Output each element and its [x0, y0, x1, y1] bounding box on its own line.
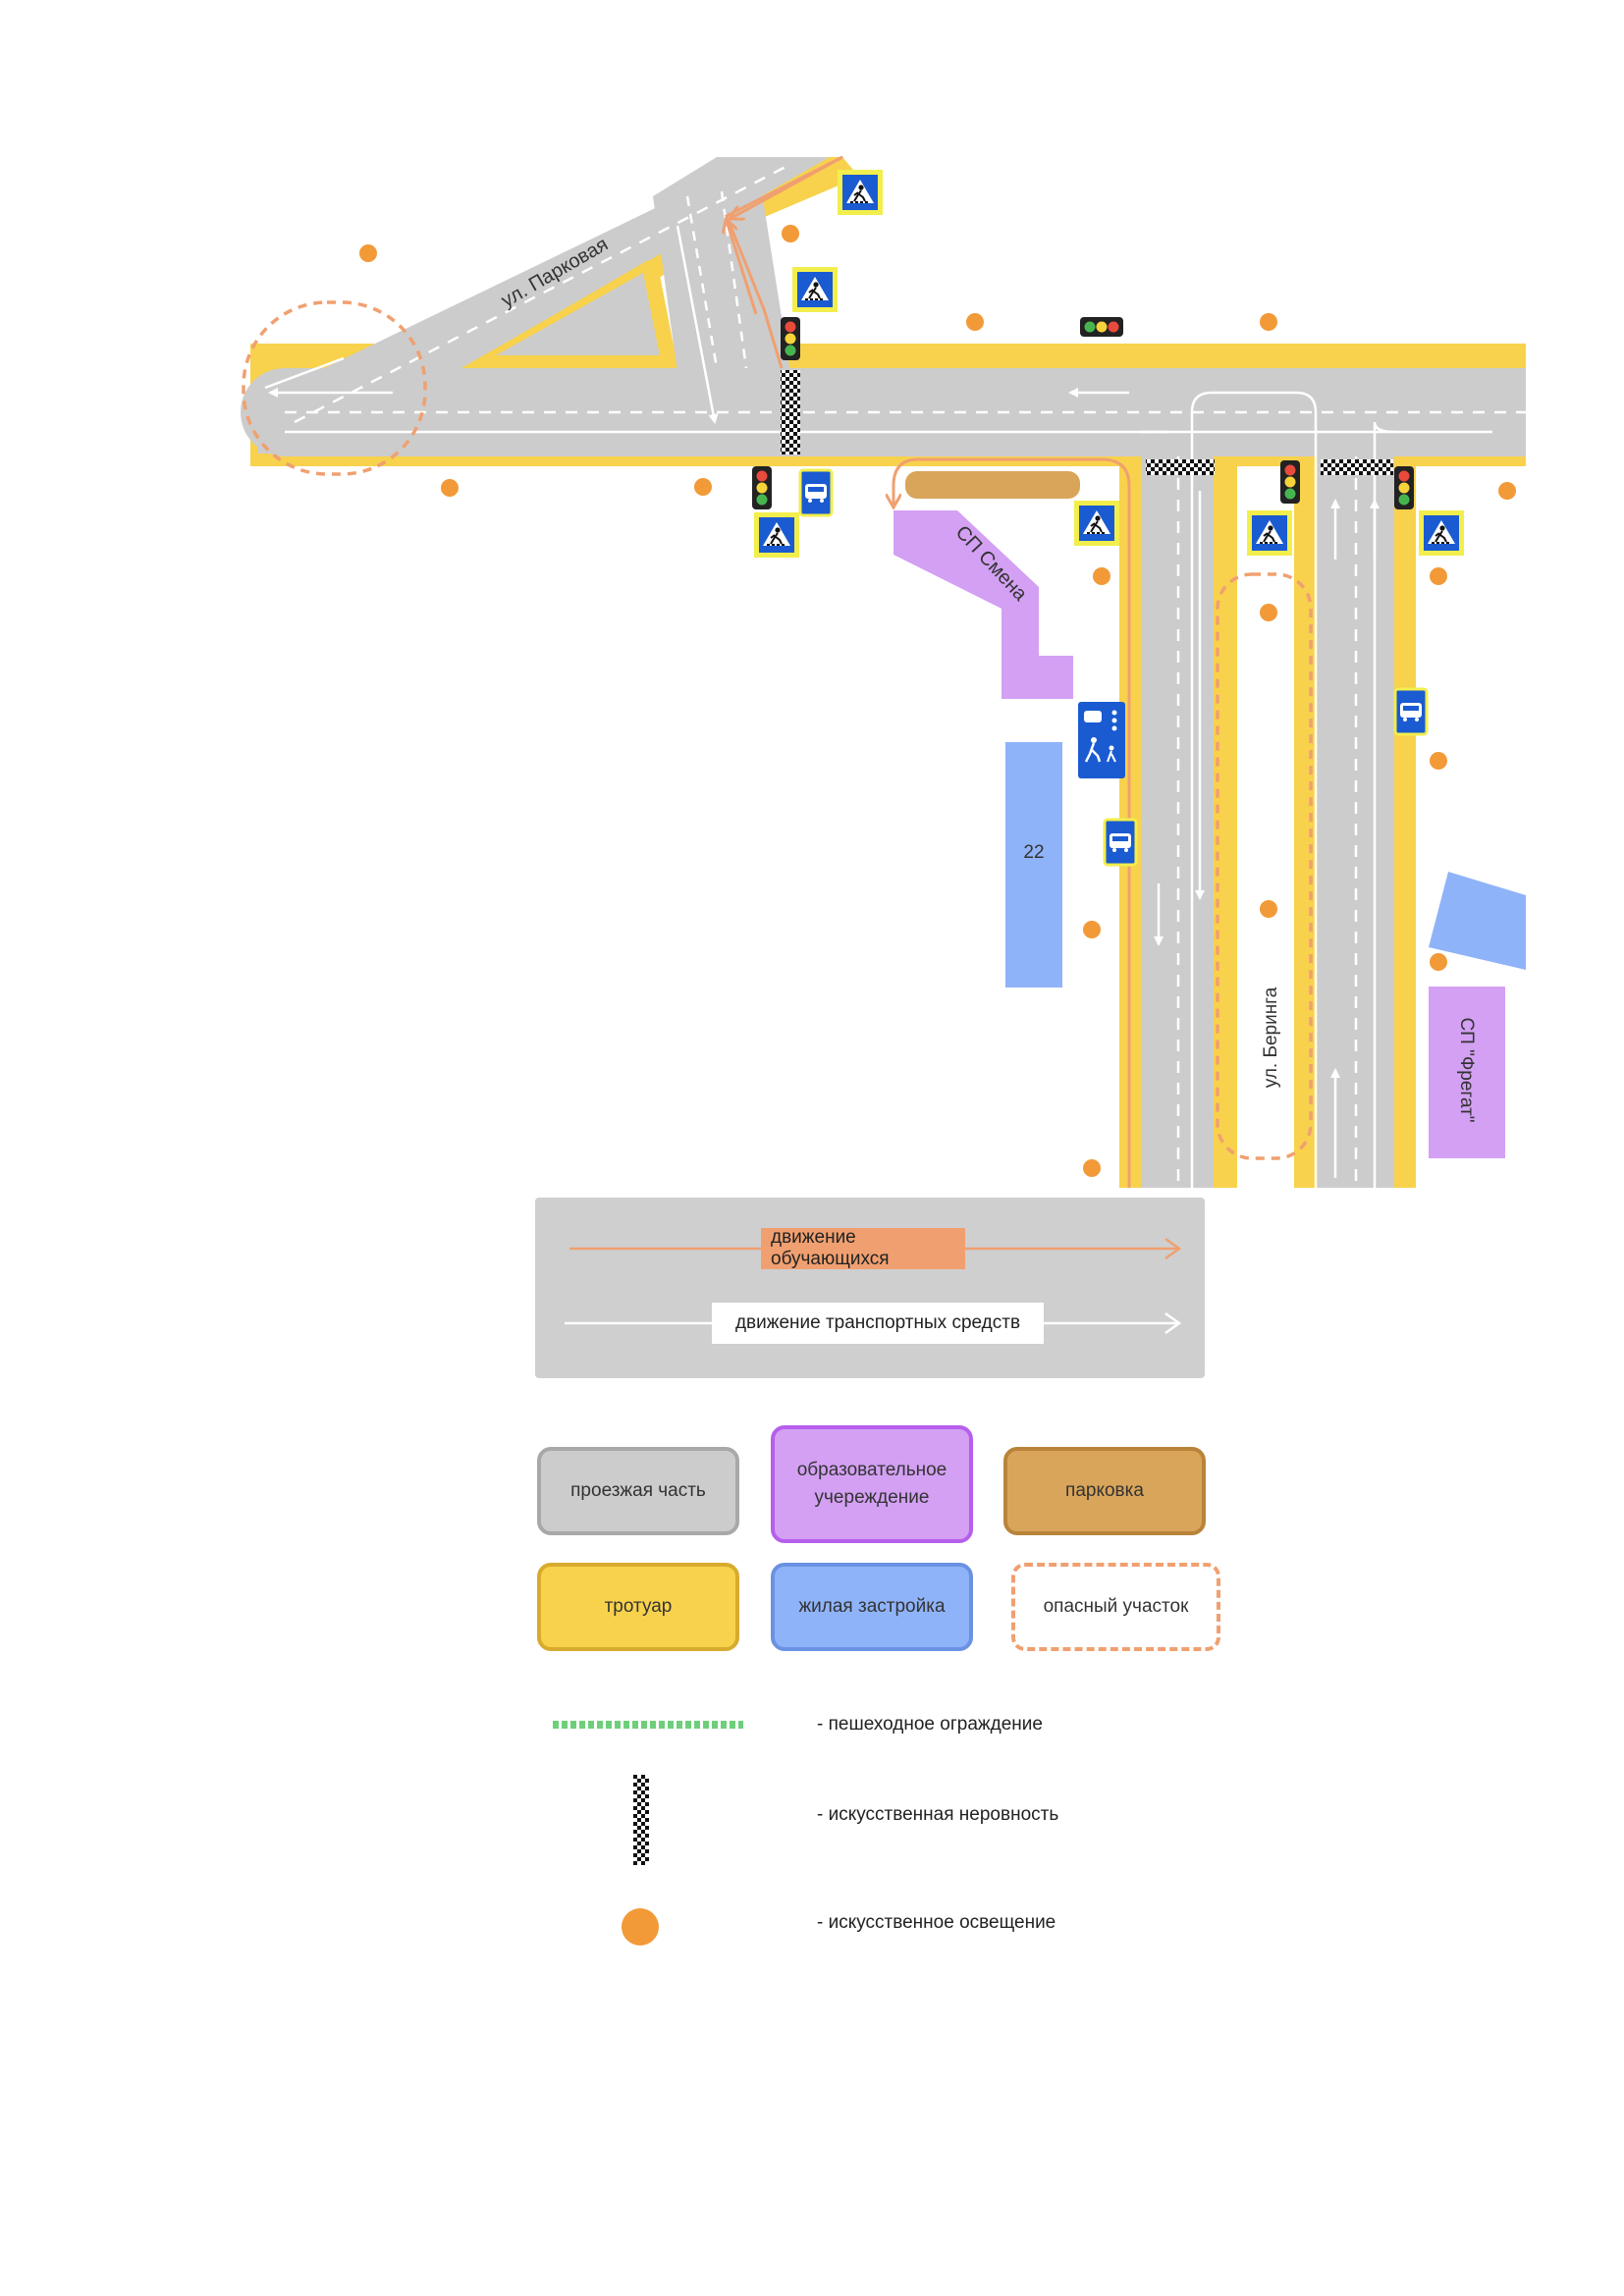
- traffic-light-icon: [752, 466, 772, 509]
- legend-school-label: образовательное учереждение: [796, 1459, 947, 1509]
- school-smena-building: [893, 510, 1073, 699]
- legend-roadway-label: проезжая часть: [570, 1479, 706, 1501]
- parking-area: [905, 471, 1080, 499]
- pedestrian-crossing-sign-icon: [1246, 509, 1293, 557]
- street-light-icon: [782, 225, 799, 242]
- legend-school: образовательное учереждение: [771, 1425, 973, 1543]
- danger-zones: [242, 300, 1313, 1160]
- danger-zone-beringa: [1216, 572, 1313, 1160]
- legend-sidewalk-label: тротуар: [604, 1595, 673, 1617]
- legend-light-label: - искусственное освещение: [817, 1912, 1056, 1933]
- legend-fence-label: - пешеходное ограждение: [817, 1714, 1043, 1735]
- bus-stop-icon: [798, 468, 834, 517]
- street-light-icon: [441, 479, 459, 497]
- traffic-scheme-map: СП Смена 22 СП "Фрегат" ул. Парковая ул.…: [241, 155, 1526, 1188]
- legend-student-flow-label: движение обучающихся: [761, 1227, 965, 1269]
- traffic-light-icon: [1394, 466, 1414, 509]
- school-fregat-building: [1429, 987, 1505, 1158]
- street-light-icon: [1430, 953, 1447, 971]
- legend-residential-label: жилая застройка: [798, 1595, 946, 1617]
- traffic-lights: [752, 317, 1414, 509]
- pedestrian-crossing-sign-icon: [753, 511, 800, 559]
- roadway: [241, 157, 1526, 1188]
- traffic-light-icon: [1080, 317, 1123, 337]
- legend-residential: жилая застройка: [771, 1563, 973, 1651]
- street-light-icon: [966, 313, 984, 331]
- legend-danger-label: опасный участок: [1043, 1595, 1189, 1617]
- traffic-light-icon: [781, 317, 800, 360]
- street-light-icon: [1430, 567, 1447, 585]
- street-light-icon: [1260, 604, 1277, 621]
- legend-flow-panel: движение обучающихся движение транспортн…: [535, 1198, 1205, 1378]
- vehicle-direction-arrows: [264, 225, 1492, 1178]
- legend-parking-label: парковка: [1065, 1479, 1144, 1501]
- bus-stop-icon: [1393, 687, 1429, 736]
- legend-roadway: проезжая часть: [537, 1447, 739, 1535]
- street-light-icon: [1498, 482, 1516, 500]
- pedestrian-crossing-sign-icon: [837, 169, 884, 216]
- speed-bump-icon: [781, 370, 800, 454]
- legend-bump-label: - искусственная неровность: [817, 1804, 1059, 1825]
- residential-building-east: [1429, 872, 1526, 970]
- street-light-icon: [1430, 752, 1447, 770]
- bus-stop-icon: [1103, 818, 1138, 867]
- street-label-beringa: ул. Беринга: [1261, 987, 1281, 1088]
- street-light-icon: [1260, 313, 1277, 331]
- street-lights: [359, 225, 1516, 1177]
- street-light-icon: [694, 478, 712, 496]
- speed-bump-icon: [1146, 459, 1215, 475]
- street-light-icon: [1093, 567, 1110, 585]
- danger-zone-west: [242, 300, 427, 476]
- residential-building-22: [1005, 742, 1062, 988]
- legend-parking: парковка: [1003, 1447, 1206, 1535]
- residential-22-label: 22: [1023, 842, 1044, 863]
- speed-bumps: [781, 370, 1393, 475]
- pedestrian-crossing-sign-icon: [1073, 500, 1120, 547]
- legend-vehicle-flow-label: движение транспортных средств: [712, 1303, 1044, 1344]
- traffic-light-icon: [1280, 460, 1300, 504]
- pedestrian-crossing-sign-icon: [791, 266, 839, 313]
- speed-bump-icon: [633, 1775, 649, 1865]
- legend-danger: опасный участок: [1011, 1563, 1220, 1651]
- street-light-icon: [1083, 1159, 1101, 1177]
- speed-bump-icon: [1321, 459, 1393, 475]
- living-zone-sign-icon: [1078, 702, 1125, 778]
- student-route: [727, 155, 1131, 1188]
- legend-flow-arrows: [565, 1237, 1182, 1335]
- street-light-icon: [622, 1908, 659, 1946]
- legend-symbols: [553, 1721, 743, 1946]
- street-light-icon: [359, 244, 377, 262]
- street-light-icon: [1260, 900, 1277, 918]
- street-light-icon: [1083, 921, 1101, 938]
- pedestrian-crossing-sign-icon: [1418, 509, 1465, 557]
- school-fregat-label: СП "Фрегат": [1456, 1017, 1477, 1122]
- legend-sidewalk: тротуар: [537, 1563, 739, 1651]
